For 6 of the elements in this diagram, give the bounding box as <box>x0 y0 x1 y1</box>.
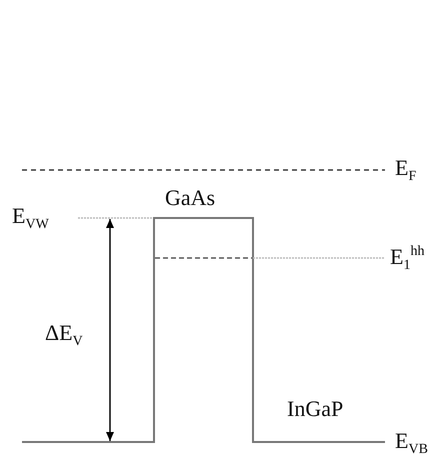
band-label: ΔE$_{V}$ <box>45 322 83 349</box>
band-label: InGaP <box>287 398 344 420</box>
band-label: E$_{F}$ <box>395 157 416 184</box>
band-label: GaAs <box>165 187 216 209</box>
band-label: E$_{VW}$ <box>12 205 49 232</box>
band-label: E$_{VB}$ <box>395 430 428 457</box>
